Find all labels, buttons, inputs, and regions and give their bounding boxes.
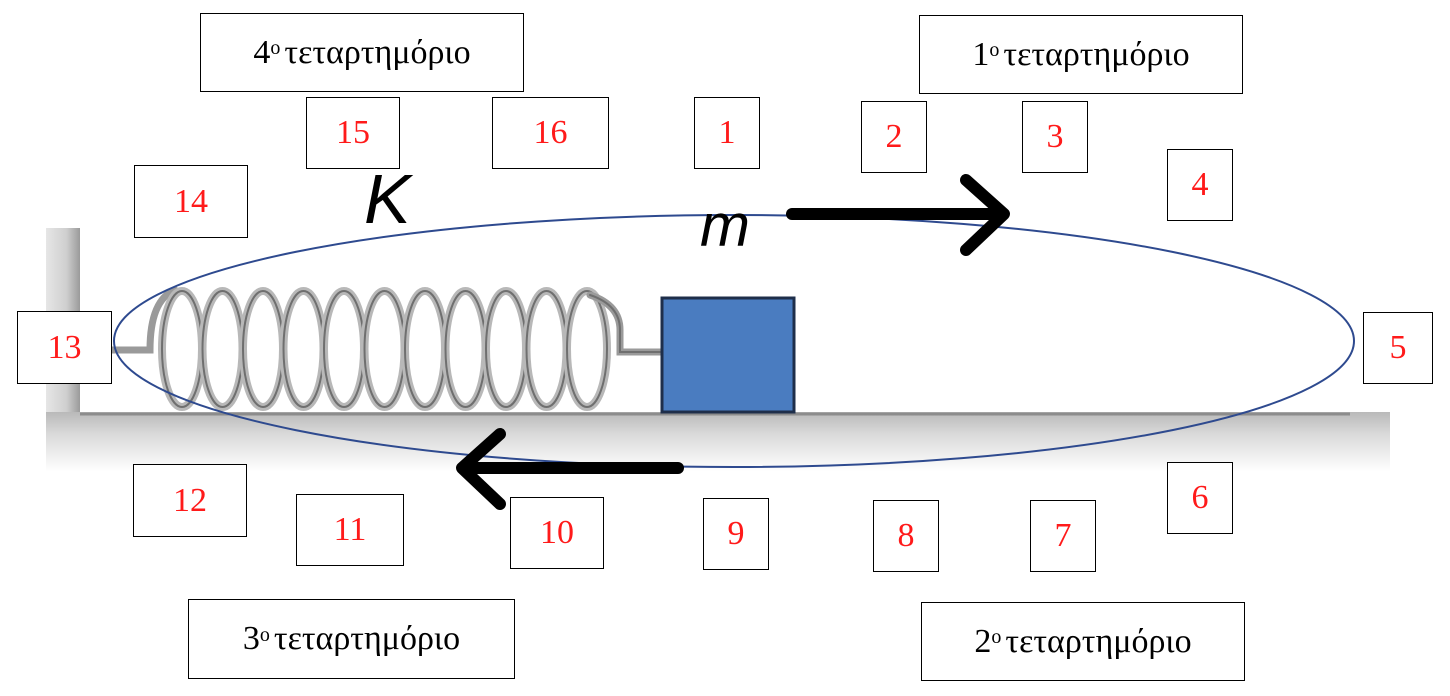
position-box-8: 8 (873, 500, 939, 572)
quadrant-text: τεταρτημόριο (1003, 35, 1190, 73)
quadrant-number: 1 (972, 35, 990, 73)
quadrant-ordinal: ο (989, 39, 1000, 61)
quadrant-text: τεταρτημόριο (273, 620, 461, 657)
arrow-right (786, 174, 1010, 256)
quadrant-ordinal: ο (991, 626, 1002, 648)
position-box-13: 13 (17, 311, 112, 384)
arrow-left (456, 428, 684, 510)
position-box-3: 3 (1022, 101, 1088, 173)
circular-path-ellipse (113, 214, 1355, 468)
spring-constant-label: K (364, 160, 411, 238)
position-box-16: 16 (492, 97, 609, 169)
position-box-5: 5 (1363, 312, 1433, 384)
mass-block (660, 296, 796, 414)
mass-label: m (700, 192, 750, 259)
position-box-10: 10 (510, 497, 604, 569)
position-box-9: 9 (703, 498, 769, 570)
position-box-11: 11 (296, 494, 404, 566)
quadrant-ordinal: ο (259, 623, 270, 646)
position-box-12: 12 (133, 464, 247, 537)
position-box-7: 7 (1030, 500, 1096, 572)
position-box-6: 6 (1167, 462, 1233, 534)
position-box-14: 14 (134, 165, 248, 238)
quadrant-number: 4 (253, 33, 271, 71)
quadrant-text: τεταρτημόριο (284, 33, 471, 71)
quadrant-number: 2 (974, 622, 992, 660)
quadrant-ordinal: ο (270, 37, 281, 59)
quadrant-text: τεταρτημόριο (1005, 622, 1192, 660)
floor (46, 412, 1390, 472)
position-box-4: 4 (1167, 149, 1233, 221)
spring (76, 286, 666, 411)
quadrant-number: 3 (242, 620, 260, 657)
position-box-15: 15 (306, 97, 400, 169)
position-box-2: 2 (861, 101, 927, 173)
position-box-1: 1 (694, 97, 760, 169)
